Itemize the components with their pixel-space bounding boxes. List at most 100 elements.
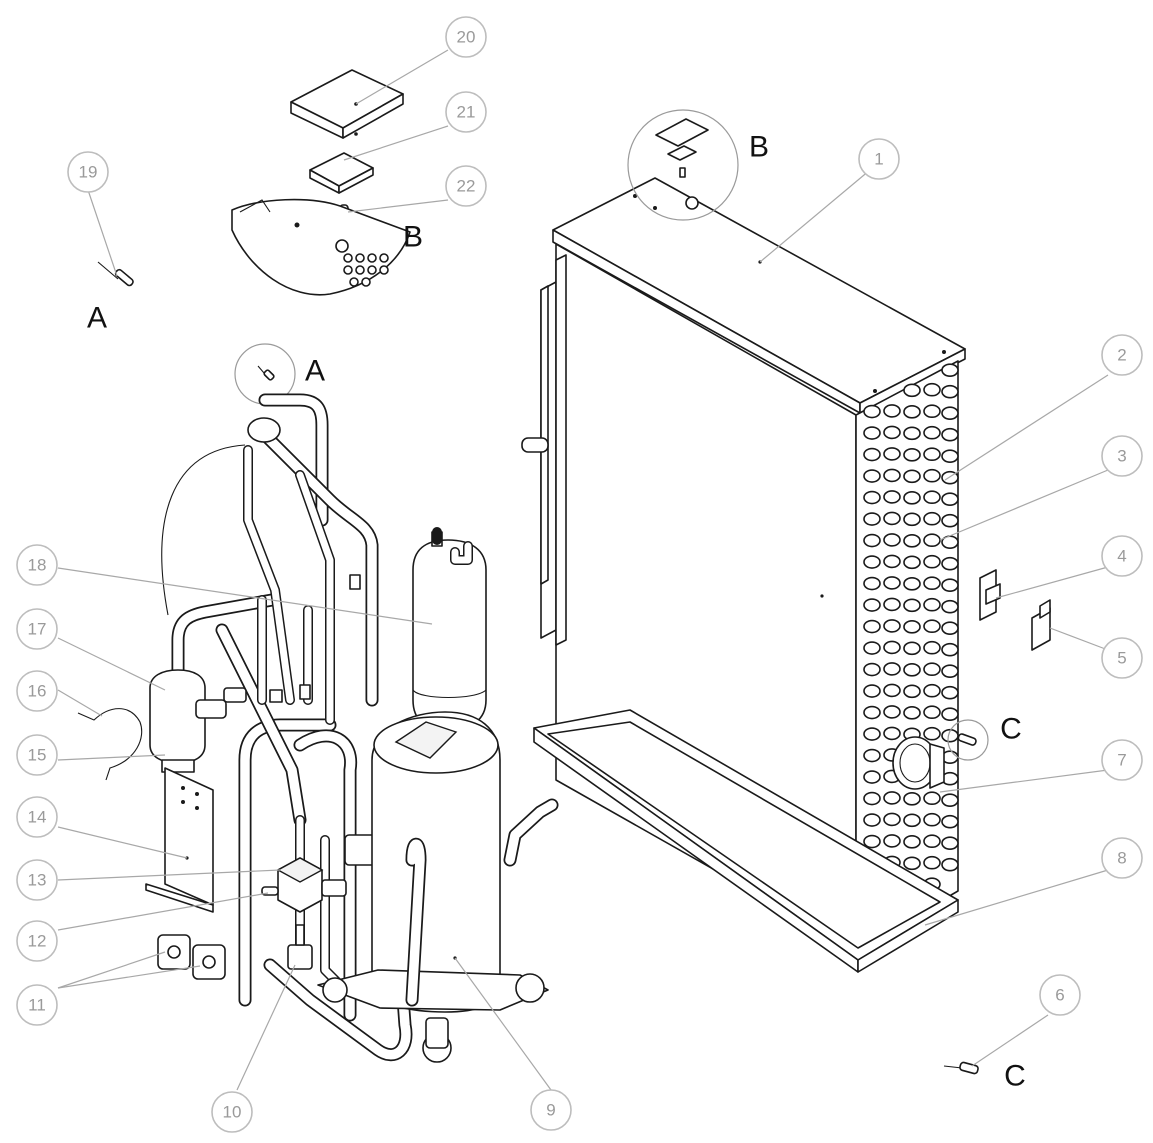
callout-label-16: 16 [28, 682, 47, 701]
callout-bubbles: 1 2 3 4 5 6 7 8 9 10 11 12 13 14 15 16 1… [16, 16, 1143, 1133]
coil-tube-end [883, 812, 901, 827]
coil-tube-end [941, 642, 959, 657]
callout-label-7: 7 [1117, 751, 1126, 770]
coil-tube-end [923, 855, 941, 870]
part-10-valve [287, 924, 313, 970]
coil-tube-end [903, 835, 921, 849]
callout-4: 4 [1101, 535, 1143, 577]
callout-label-11: 11 [28, 996, 46, 1015]
part-19-sensor-probe [97, 261, 134, 287]
coil-tube-end [923, 533, 941, 548]
coil-tube-end [941, 363, 959, 377]
part-9-compressor [317, 711, 549, 1063]
coil-tube-end [863, 598, 881, 612]
coil-tube-end [863, 705, 881, 720]
board-keypad [343, 253, 389, 287]
coil-tube-end [941, 664, 959, 678]
coil-tube-end [883, 726, 901, 741]
coil-tube-end [903, 469, 921, 484]
coil-tube-end [903, 684, 921, 699]
coil-tube-end [883, 834, 901, 848]
detail-letters: A A B B C C [87, 131, 1026, 1093]
callout-label-21: 21 [457, 103, 476, 122]
callout-10: 10 [211, 1091, 253, 1133]
coil-tube-end [863, 469, 881, 483]
coil-tube-end [863, 447, 881, 462]
coil-tube-end [923, 447, 941, 462]
coil-tube-end [941, 427, 959, 442]
leader-lines [57, 49, 1109, 1091]
coil-tube-end [903, 426, 921, 441]
callout-18: 18 [16, 544, 58, 586]
coil-tube-end [923, 404, 941, 419]
coil-tube-end [903, 555, 921, 570]
callout-1: 1 [858, 138, 900, 180]
coil-tube-end [863, 619, 881, 634]
callout-12: 12 [16, 920, 58, 962]
part-7-fitting [892, 736, 945, 790]
coil-tube-end [883, 511, 901, 526]
coil-tube-end [903, 598, 921, 613]
callout-2: 2 [1101, 334, 1143, 376]
coil-tube-end [923, 683, 941, 698]
coil-tube-end [941, 556, 959, 571]
coil-tube-end [903, 792, 921, 806]
detail-b-circle [627, 109, 739, 221]
coil-tube-end [863, 490, 881, 505]
coil-tube-end [923, 576, 941, 591]
detail-letter-a-main: A [305, 355, 325, 388]
coil-tube-end [903, 706, 921, 720]
callout-label-8: 8 [1117, 849, 1126, 868]
part-6-sensor [943, 1061, 979, 1075]
coil-tube-end [863, 555, 881, 569]
coil-tube-end [863, 770, 881, 784]
coil-tube-end [941, 492, 959, 506]
coil-tube-end [883, 447, 901, 461]
coil-tube-end [923, 726, 941, 741]
coil-tube-end [883, 404, 901, 418]
coil-tube-end [903, 448, 921, 462]
coil-tube-end [863, 576, 881, 591]
callout-label-20: 20 [457, 28, 476, 47]
coil-tube-end [863, 684, 881, 698]
callout-20: 20 [445, 16, 487, 58]
part-14-mounting-plate [145, 767, 214, 913]
detail-letter-a-top: A [87, 302, 107, 335]
callout-label-5: 5 [1117, 649, 1126, 668]
part-13-expansion-valve [261, 857, 347, 913]
coil-tube-end [903, 663, 921, 677]
part-11-coils [157, 934, 226, 980]
coil-tube-end [863, 748, 881, 763]
callout-5: 5 [1101, 637, 1143, 679]
part-18-accumulator [412, 527, 487, 731]
callout-6: 6 [1039, 974, 1081, 1016]
callout-15: 15 [16, 734, 58, 776]
part-5-bracket [1031, 599, 1051, 651]
coil-tube-end [923, 619, 941, 634]
coil-tube-end [923, 382, 941, 397]
callout-label-17: 17 [28, 620, 47, 639]
coil-tube-end [903, 491, 921, 505]
callout-8: 8 [1101, 837, 1143, 879]
coil-tube-end [923, 834, 941, 849]
coil-tube-end [941, 621, 959, 635]
coil-tube-end [923, 791, 941, 806]
coil-tube-end [923, 511, 941, 526]
callout-label-2: 2 [1117, 346, 1126, 365]
coil-tube-end [883, 597, 901, 612]
coil-tube-end [863, 404, 881, 419]
coil-tube-end [883, 425, 901, 440]
coil-tube-end [923, 812, 941, 827]
detail-letter-b-top: B [403, 221, 423, 254]
callout-label-10: 10 [223, 1103, 242, 1122]
part-4-bracket [979, 569, 1001, 621]
coil-tube-end [883, 533, 901, 547]
coil-tube-end [941, 685, 959, 700]
callout-19: 19 [67, 151, 109, 193]
coil-tube-end [863, 533, 881, 548]
callout-label-1: 1 [874, 150, 883, 169]
callout-11: 11 [16, 984, 58, 1026]
callout-21: 21 [445, 91, 487, 133]
coil-tube-end [941, 707, 959, 721]
